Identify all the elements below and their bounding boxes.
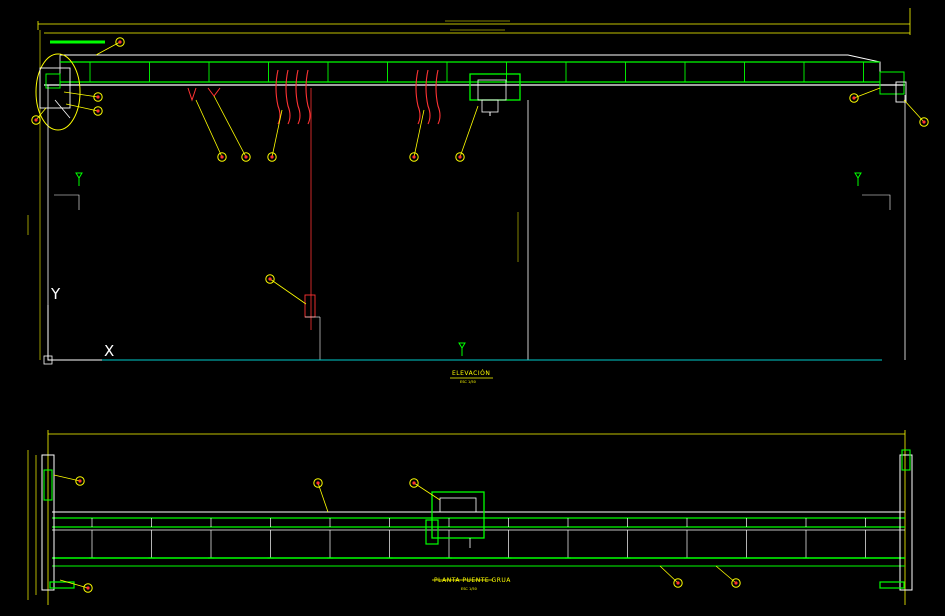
callout-leader xyxy=(213,95,247,158)
callout-number-mark xyxy=(316,481,320,485)
callout-bubble xyxy=(673,578,683,588)
elevation-view-scale: ESC 1/50 xyxy=(460,380,476,384)
callout-leader xyxy=(65,103,99,112)
callout-bubble xyxy=(267,152,277,162)
left-end-carriage xyxy=(39,67,71,109)
ucs-x-label: X xyxy=(104,342,115,360)
left-wheel-block xyxy=(45,73,61,89)
detail-ellipse xyxy=(35,53,81,131)
callout-bubble xyxy=(93,92,103,102)
callout-bubble xyxy=(455,152,465,162)
plan-view-title: PLANTA PUENTE GRUA xyxy=(434,577,511,584)
callout-bubble xyxy=(409,152,419,162)
callout-number-mark xyxy=(220,155,224,159)
callout-number-mark xyxy=(96,109,100,113)
callout-leader xyxy=(63,91,99,98)
callout-bubble xyxy=(83,583,93,593)
callout-number-mark xyxy=(412,155,416,159)
festoon-cable xyxy=(275,69,281,125)
callout-bubble xyxy=(313,478,323,488)
festoon-cable xyxy=(425,69,431,125)
callout-bubble xyxy=(217,152,227,162)
callout-number-mark xyxy=(96,95,100,99)
callout-number-mark xyxy=(412,481,416,485)
callout-leader xyxy=(459,105,479,158)
ucs-icon xyxy=(47,305,102,361)
limit-switch-fitting xyxy=(187,87,197,102)
callout-leader xyxy=(317,482,329,513)
right-end-carriage xyxy=(879,71,905,95)
right-buffer xyxy=(879,581,905,589)
elevation-view-title: ELEVACIÓN xyxy=(452,370,491,377)
callout-number-mark xyxy=(34,118,38,122)
trolley-plan-drum xyxy=(439,497,477,513)
callout-number-mark xyxy=(244,155,248,159)
callout-leader xyxy=(195,99,223,158)
callout-leader xyxy=(269,278,307,305)
trolley-plan-motor xyxy=(425,519,439,545)
callout-number-mark xyxy=(922,120,926,124)
callout-number-mark xyxy=(458,155,462,159)
left-end-truck xyxy=(41,454,55,591)
callout-number-mark xyxy=(86,586,90,590)
ucs-origin-box xyxy=(43,355,53,365)
festoon-cable xyxy=(295,69,301,125)
callout-bubbles xyxy=(31,37,929,593)
callout-bubble xyxy=(409,478,419,488)
level-marker-icon xyxy=(75,172,83,186)
callout-number-mark xyxy=(118,40,122,44)
callout-leader xyxy=(413,482,441,501)
callout-bubble xyxy=(75,476,85,486)
callout-leader xyxy=(413,109,425,158)
level-callout-right xyxy=(862,194,891,210)
left-end-wheel xyxy=(43,469,53,501)
callout-number-mark xyxy=(78,479,82,483)
girder-top-flange xyxy=(60,54,881,74)
callout-bubble xyxy=(849,93,859,103)
festoon-cable xyxy=(435,69,441,125)
level-marker-icon xyxy=(458,342,466,356)
plan-view-scale: ESC 1/50 xyxy=(461,587,477,591)
callout-number-mark xyxy=(268,277,272,281)
callout-bubble xyxy=(93,106,103,116)
callout-bubble xyxy=(115,37,125,47)
callout-leader xyxy=(271,109,283,158)
festoon-cable xyxy=(285,69,291,125)
level-callout-left xyxy=(54,194,80,210)
ucs-y-label: Y xyxy=(51,285,61,303)
callout-bubble xyxy=(31,115,41,125)
callout-leader xyxy=(903,99,925,123)
left-end-bracket xyxy=(54,99,71,119)
callout-number-mark xyxy=(852,96,856,100)
right-end-truck xyxy=(899,454,913,591)
callout-bubble xyxy=(731,578,741,588)
callout-leader xyxy=(59,579,89,589)
callout-bubble xyxy=(241,152,251,162)
right-wheel-block xyxy=(895,81,907,103)
trolley-plan-frame xyxy=(431,491,485,539)
festoon-cable xyxy=(415,69,421,125)
level-marker-icon xyxy=(854,172,862,186)
left-buffer xyxy=(49,581,75,589)
callout-bubble xyxy=(265,274,275,284)
callout-leader xyxy=(35,107,47,121)
callout-bubble xyxy=(919,117,929,127)
festoon-cable xyxy=(305,69,311,125)
right-end-wheel xyxy=(901,449,911,471)
callout-number-mark xyxy=(676,581,680,585)
callout-number-mark xyxy=(734,581,738,585)
callout-number-mark xyxy=(270,155,274,159)
